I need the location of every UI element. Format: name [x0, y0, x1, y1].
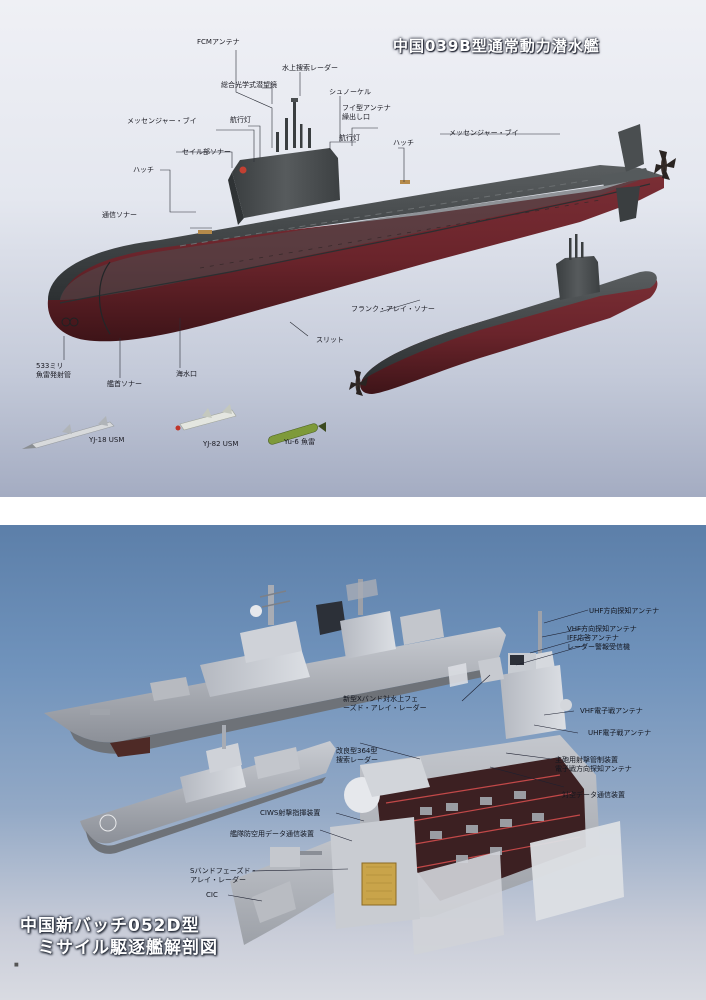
- label-main-gun-fcs: 主砲用射撃管制装置: [555, 756, 618, 764]
- label-torpedo-tube: 533ミリ: [36, 362, 64, 370]
- label-yj18: YJ-18 USM: [89, 436, 125, 444]
- small-submarine-hull: [360, 274, 658, 394]
- label-radar-364: 改良型364型: [336, 747, 378, 755]
- callout-lines: [63, 50, 560, 378]
- yj82-missile: [175, 404, 237, 431]
- sband-radar-panel: [361, 862, 397, 906]
- label-messenger-buoy-left: メッセンジャー・ブイ: [127, 117, 197, 125]
- label-xband-radar-line2: ーズド・アレイ・レーダー: [343, 704, 427, 712]
- label-yu6: Yu-6 魚雷: [284, 438, 316, 446]
- label-vhf-df: VHF方向探知アンテナ: [567, 625, 637, 633]
- yu6-torpedo: [268, 422, 326, 445]
- label-iff: IFF応答アンテナ: [567, 634, 619, 642]
- label-cic: CIC: [206, 891, 218, 899]
- yj18-missile: [22, 416, 115, 449]
- label-uhf-df: UHF方向探知アンテナ: [589, 607, 660, 615]
- destroyer-illustration: [44, 579, 624, 955]
- submarine-lower-hull: [47, 176, 664, 342]
- label-fi-antenna: フイ型アンテナ: [342, 104, 391, 112]
- label-comm-sonar: 通信ソナー: [102, 211, 137, 219]
- label-sail-sonar: セイル部ソナー: [182, 148, 231, 156]
- label-messenger-buoy-right: メッセンジャー・ブイ: [449, 129, 519, 137]
- cutaway-forward: [230, 817, 420, 945]
- hull-section-panel: [530, 821, 624, 921]
- submarine-propeller: [654, 150, 676, 180]
- label-uhf-comm: UHF電子戦アンテナ: [588, 729, 652, 737]
- label-radar-364-line2: 捜索レーダー: [336, 756, 378, 764]
- submarine-panel: 中国039B型通常動力潜水艦 FCMアンテナ 水上捜索レーダー 総合光学式潜望鏡…: [0, 0, 706, 497]
- submarine-illustration: [22, 50, 676, 449]
- destroyer-panel: UHF方向探知アンテナ VHF方向探知アンテナ IFF応答アンテナ レーダー警報…: [0, 525, 706, 1000]
- label-surface-radar: 水上捜索レーダー: [282, 64, 338, 72]
- label-water-intake: 海水口: [176, 370, 197, 378]
- label-hatch-left: ハッチ: [133, 166, 154, 174]
- label-xband-radar: 新型Xバンド対水上フェ: [343, 695, 419, 703]
- label-slit: スリット: [316, 336, 344, 344]
- label-periscope: 総合光学式潜望鏡: [221, 81, 277, 89]
- submarine-sail: [232, 148, 340, 218]
- label-yj82: YJ-82 USM: [203, 440, 239, 448]
- destroyer-title-line1: 中国新バッチ052D型: [20, 916, 200, 936]
- label-sband-radar-line2: アレイ・レーダー: [190, 876, 246, 884]
- label-main-gun-fcs-line2: 電子戦方向探知アンテナ: [555, 765, 632, 773]
- destroyer-lower: [80, 725, 336, 854]
- destroyer-upper: [44, 579, 506, 757]
- label-radar-warning: レーダー警報受信機: [567, 643, 630, 651]
- nav-light-red: [239, 166, 247, 174]
- label-fi-antenna-line2: 繰出し口: [342, 113, 370, 121]
- destroyer-title-line2: ミサイル駆逐艦解剖図: [38, 938, 218, 958]
- page-number: ■: [14, 962, 19, 968]
- destroyer-callout-lines: [227, 609, 589, 902]
- label-bow-sonar: 艦首ソナー: [107, 380, 142, 388]
- cutaway-hull: [344, 735, 624, 955]
- label-torpedo-tube-line2: 魚雷発射管: [36, 371, 71, 379]
- label-ciws-fcs: CIWS射撃指揮装置: [260, 809, 321, 817]
- label-hatch-right: ハッチ: [393, 139, 414, 147]
- label-antiair-datalink: 対空データ通信装置: [562, 791, 625, 799]
- submarine-title: 中国039B型通常動力潜水艦: [393, 37, 600, 55]
- label-sband-radar: Sバンドフェーズド・: [190, 867, 258, 875]
- label-nav-light-top: 航行灯: [230, 116, 251, 124]
- label-vhf-comm: VHF電子戦アンテナ: [580, 707, 643, 715]
- label-fleet-datalink: 艦隊防空用データ通信装置: [230, 830, 314, 838]
- label-flank-array-sonar: フランク・アレイ・ソナー: [351, 305, 435, 313]
- label-nav-light-2: 航行灯: [339, 134, 360, 142]
- label-fcm-antenna: FCMアンテナ: [197, 38, 240, 46]
- label-snorkel: シュノーケル: [329, 88, 371, 96]
